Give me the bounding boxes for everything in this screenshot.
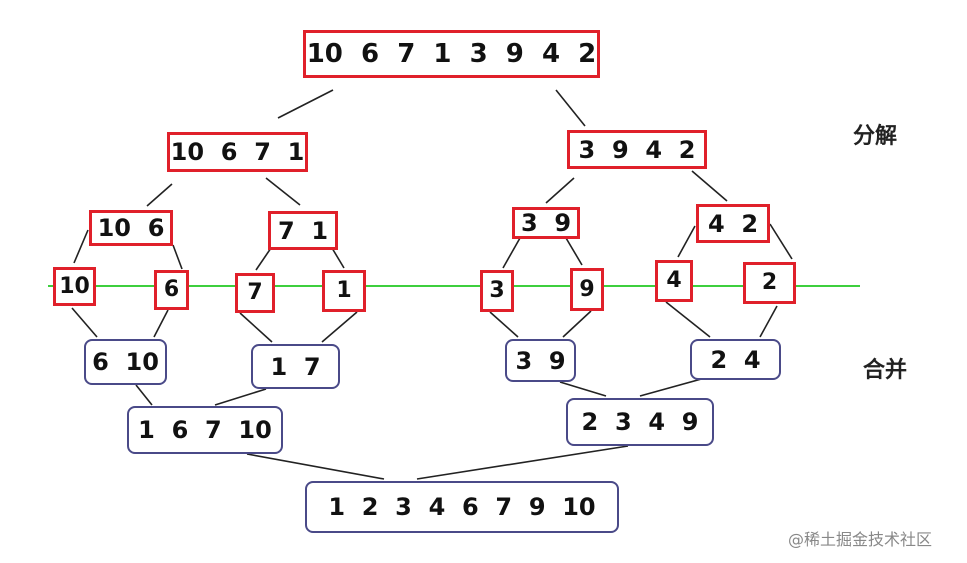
split-node-right: 3 9 4 2 [567, 130, 707, 169]
merge-label: 合并 [863, 358, 908, 383]
edge-3-m3-9 [489, 311, 519, 338]
edge-4-2-2 [769, 223, 793, 260]
edge-m1-7-mleft [214, 388, 267, 406]
edge-4-m2-4 [665, 301, 711, 338]
edge-4-2-4 [677, 225, 696, 258]
edge-left-10-6 [146, 183, 173, 207]
split-node-4-2: 4 2 [696, 204, 770, 243]
merge-node-root: 1 2 3 4 6 7 9 10 [305, 481, 619, 533]
edge-root-right [555, 89, 586, 127]
split-node-3: 3 [480, 270, 514, 312]
edge-3-9-3 [502, 237, 521, 269]
edge-10-m6-10 [71, 307, 98, 338]
merge-node-2-4: 2 4 [690, 339, 781, 380]
edge-7-1-7 [255, 247, 272, 271]
edge-9-m3-9 [562, 310, 592, 338]
edge-left-7-1 [265, 177, 301, 206]
merge-node-right: 2 3 4 9 [566, 398, 714, 446]
split-node-7: 7 [235, 273, 275, 313]
merge-node-3-9: 3 9 [505, 339, 576, 382]
edge-root-left [277, 89, 334, 119]
edge-m2-4-mright [639, 377, 706, 397]
edge-7-m1-7 [239, 312, 273, 343]
watermark: @稀土掘金技术社区 [788, 530, 933, 549]
split-node-3-9: 3 9 [512, 207, 580, 239]
split-node-7-1: 7 1 [268, 211, 338, 250]
edge-mleft-mroot [246, 453, 385, 480]
edge-2-m2-4 [759, 305, 778, 338]
edge-1-m1-7 [321, 311, 358, 343]
split-node-10: 10 [53, 267, 96, 306]
split-node-9: 9 [570, 268, 604, 311]
split-node-2: 2 [743, 262, 796, 304]
split-label: 分解 [853, 124, 898, 149]
merge-node-left: 1 6 7 10 [127, 406, 283, 454]
edge-6-m6-10 [153, 309, 169, 338]
edge-right-4-2 [691, 170, 728, 202]
split-node-root: 10 6 7 1 3 9 4 2 [303, 30, 600, 78]
edge-10-6-10 [73, 229, 89, 264]
split-node-1: 1 [322, 270, 366, 312]
split-node-left: 10 6 7 1 [167, 132, 308, 172]
edge-10-6-6 [172, 244, 183, 270]
split-node-6: 6 [154, 270, 189, 310]
edge-right-3-9 [545, 177, 575, 204]
edge-3-9-9 [565, 237, 583, 266]
merge-node-1-7: 1 7 [251, 344, 340, 389]
edge-m6-10-mleft [135, 384, 153, 406]
split-node-10-6: 10 6 [89, 210, 173, 246]
edge-m3-9-mright [559, 381, 607, 397]
split-node-4: 4 [655, 260, 693, 302]
merge-node-6-10: 6 10 [84, 339, 167, 385]
edge-mright-mroot [416, 445, 629, 480]
edge-7-1-1 [331, 247, 345, 269]
